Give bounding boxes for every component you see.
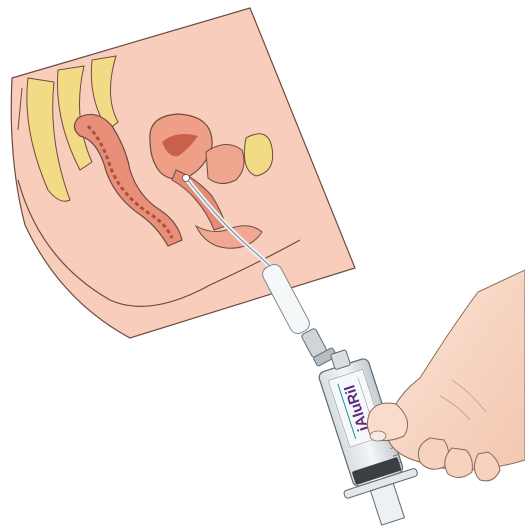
pubic-bone — [244, 134, 272, 176]
anatomy-cross-section — [11, 8, 355, 338]
plunger-rod — [371, 483, 405, 525]
hand-palm — [387, 270, 525, 470]
hand-finger-middle — [445, 448, 473, 478]
catheter-tip — [183, 175, 190, 182]
thumb-nail — [370, 431, 386, 441]
bladder — [206, 144, 244, 183]
hand-finger-index — [418, 438, 448, 469]
